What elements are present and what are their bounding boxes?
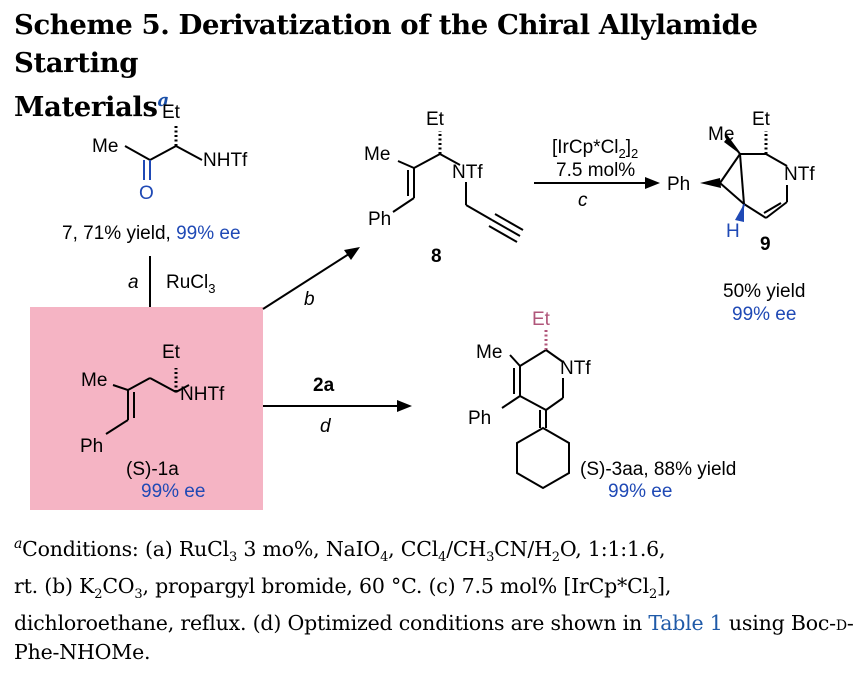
- footnote-small-caps: d: [835, 611, 847, 636]
- c3aa-ntf: NTf: [560, 358, 591, 379]
- title-footnote-mark[interactable]: a: [157, 90, 170, 111]
- footnote-text-10: ],: [657, 574, 672, 599]
- c9-ph: Ph: [667, 174, 690, 195]
- c3aa-ee: 99% ee: [608, 481, 672, 502]
- footnote-text-7: rt. (b) K: [14, 574, 95, 599]
- scheme-title: Scheme 5. Derivatization of the Chiral A…: [14, 6, 860, 126]
- c9-h: H: [726, 221, 740, 242]
- c7-caption: 7, 71% yield, 99% ee: [62, 223, 241, 244]
- footnote-text-1: Conditions: (a) RuCl: [22, 537, 229, 561]
- compound-3aa-structure: [501, 330, 570, 490]
- c7-ee: 99% ee: [176, 223, 240, 244]
- step-b-letter: b: [304, 289, 315, 310]
- c9-ee: 99% ee: [732, 304, 796, 325]
- step-d-reagent: 2a: [313, 375, 335, 396]
- step-d-letter: d: [320, 416, 332, 437]
- step-c-reagent-2: 7.5 mol%: [556, 160, 635, 181]
- c7-et: Et: [162, 102, 181, 123]
- footnote-mark: a: [14, 536, 23, 552]
- c8-et: Et: [426, 109, 445, 130]
- c1a-et: Et: [162, 342, 181, 363]
- c1a-ee: 99% ee: [141, 481, 205, 502]
- footnote: aConditions: (a) RuCl3 3 mo%, NaIO4, CCl…: [14, 536, 854, 665]
- footnote-text-3: , CCl: [388, 537, 439, 561]
- highlight-box: [30, 307, 263, 510]
- c9-et: Et: [752, 109, 771, 130]
- footnote-text-8: CO: [102, 574, 135, 599]
- c1a-number: 1a: [158, 459, 180, 480]
- c1a-nhtf: NHTf: [180, 384, 225, 405]
- c9-yield: 50% yield: [723, 281, 805, 302]
- c1a-me: Me: [81, 370, 107, 391]
- reaction-scheme: Me Et NHTf O 7, 71% yield, 99% ee a RuCl…: [30, 102, 815, 510]
- footnote-text-11: dichloroethane, reflux. (d) Optimized co…: [14, 611, 649, 636]
- c9-cyclopropane-b: [719, 182, 745, 205]
- c7-yield: , 71% yield,: [73, 223, 177, 244]
- footnote-text-5: CN/H: [494, 537, 552, 561]
- step-a-reagent: RuCl3: [166, 272, 215, 296]
- step-b-arrow: [262, 247, 360, 310]
- title-line2: Materials: [14, 91, 158, 124]
- c9-wedge-h: [735, 204, 744, 222]
- c3aa-ph: Ph: [468, 408, 491, 429]
- footnote-text-4: /CH: [446, 537, 487, 561]
- c3aa-number: 3aa: [612, 459, 644, 480]
- c1a-stereo: S: [132, 459, 145, 480]
- c7-number: 7: [62, 223, 73, 244]
- step-a-letter: a: [128, 272, 139, 293]
- c3aa-me: Me: [476, 342, 502, 363]
- c9-number: 9: [760, 234, 771, 255]
- footnote-text-12: using Boc-: [722, 611, 836, 636]
- c8-ntf: NTf: [452, 162, 483, 183]
- c8-ph: Ph: [368, 209, 391, 230]
- step-c-letter: c: [578, 190, 588, 211]
- c7-nhtf: NHTf: [203, 150, 248, 171]
- c7-o: O: [139, 183, 154, 204]
- step-d-arrow: [263, 400, 412, 412]
- compound-9-structure: [725, 131, 788, 221]
- c3aa-yield: , 88% yield: [643, 459, 736, 480]
- table-1-link[interactable]: Table 1: [648, 611, 723, 636]
- c3aa-label: (S)-3aa, 88% yield: [580, 459, 736, 480]
- c3aa-stereo: S: [586, 459, 599, 480]
- step-c-reagent-1: [IrCp*Cl2]2: [552, 137, 638, 161]
- c7-me: Me: [92, 136, 118, 157]
- footnote-text-6: O, 1:1:1.6,: [559, 537, 666, 561]
- title-line1: Scheme 5. Derivatization of the Chiral A…: [14, 9, 758, 79]
- compound-7-structure: [124, 124, 203, 180]
- c1a-ph: Ph: [80, 436, 103, 457]
- c8-number: 8: [431, 246, 442, 267]
- footnote-text-9: , propargyl bromide, 60 °C. (c) 7.5 mol%…: [142, 574, 649, 599]
- c1a-label: (S)-1a: [126, 459, 179, 480]
- compound-8-structure: [392, 131, 524, 243]
- c9-ntf: NTf: [784, 164, 815, 185]
- c8-me: Me: [364, 144, 390, 165]
- compound-1a-structure: [105, 368, 190, 435]
- c3aa-et: Et: [532, 309, 551, 330]
- c9-me: Me: [708, 124, 734, 145]
- step-c-arrow: [534, 177, 660, 189]
- c9-wedge-ph: [700, 178, 721, 188]
- c9-cyclopropane-a: [719, 153, 741, 184]
- c9-wedge-me: [724, 137, 740, 154]
- footnote-text-13: -Phe-NHOMe.: [14, 611, 854, 665]
- footnote-text-2: 3 mo%, NaIO: [237, 537, 381, 561]
